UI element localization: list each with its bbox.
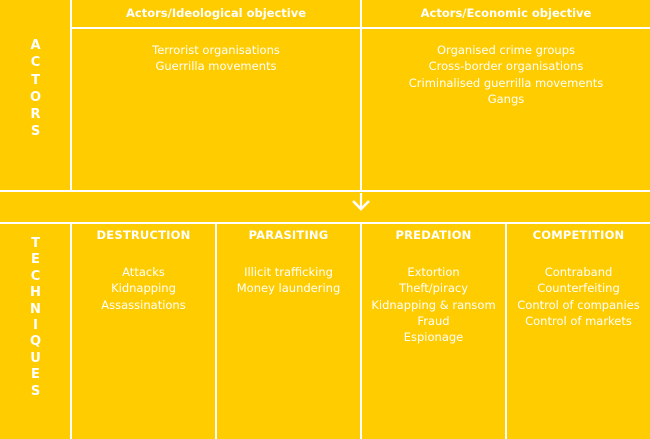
side-label-letter: C [30,268,41,284]
economic-actor-list: Organised crime groups Cross-border orga… [362,42,650,107]
actors-side-divider [70,0,72,191]
side-label-letter: T [31,236,40,251]
list-item: Illicit trafficking [244,265,333,279]
ideological-actor-list: Terrorist organisations Guerrilla moveme… [72,42,360,75]
list-item: Kidnapping & ransom [371,297,496,312]
list-item: Espionage [403,330,464,345]
down-arrow-icon [352,193,370,211]
side-label-letter: T [31,72,40,88]
actors-bottom-rule [0,190,650,192]
side-label-letter: C [30,55,41,71]
destruction-header: DESTRUCTION [96,228,191,242]
techniques-top-rule [0,222,650,224]
techniques-divider-1 [215,223,217,439]
list-item: Terrorist organisations [152,43,280,57]
parasiting-list: Illicit trafficking Money laundering [217,264,360,297]
competition-list: Contraband Counterfeiting Control of com… [507,264,650,329]
list-item: Money laundering [236,281,341,296]
ideological-objective-header: Actors/Ideological objective [125,6,306,20]
list-item: Guerrilla movements [155,59,277,74]
predation-list: Extortion Theft/piracy Kidnapping & rans… [362,264,505,345]
side-label-letter: E [31,367,40,383]
list-item: Control of markets [525,313,632,328]
list-item: Counterfeiting [537,281,620,296]
list-item: Gangs [487,91,525,106]
side-label-letter: U [30,350,41,366]
list-item: Kidnapping [111,281,176,296]
techniques-divider-2 [360,223,362,439]
competition-header: COMPETITION [532,228,625,242]
side-label-letter: S [30,124,41,140]
list-item: Contraband [544,265,613,279]
actors-column-divider [360,0,362,191]
parasiting-header: PARASITING [248,228,329,242]
side-label-letter: R [30,107,41,123]
list-item: Fraud [417,313,450,328]
economic-objective-header: Actors/Economic objective [420,6,592,20]
techniques-divider-3 [505,223,507,439]
predation-header: PREDATION [395,228,472,242]
side-label-letter: H [30,285,41,301]
techniques-side-divider [70,223,72,439]
list-item: Theft/piracy [398,281,469,296]
destruction-list: Attacks Kidnapping Assassinations [72,264,215,313]
list-item: Cross-border organisations [428,59,584,74]
side-label-letter: E [31,252,40,268]
side-label-letter: N [30,301,41,317]
side-label-letter: A [30,38,41,53]
side-label-letter: Q [29,334,42,350]
list-item: Extortion [407,265,460,279]
list-item: Assassinations [101,297,186,312]
list-item: Control of companies [517,297,640,312]
list-item: Attacks [122,265,165,279]
side-label-letter: S [30,383,41,399]
side-label-letter: I [33,318,38,334]
list-item: Criminalised guerrilla movements [408,75,604,90]
list-item: Organised crime groups [437,43,575,57]
side-label-letter: O [29,89,42,105]
